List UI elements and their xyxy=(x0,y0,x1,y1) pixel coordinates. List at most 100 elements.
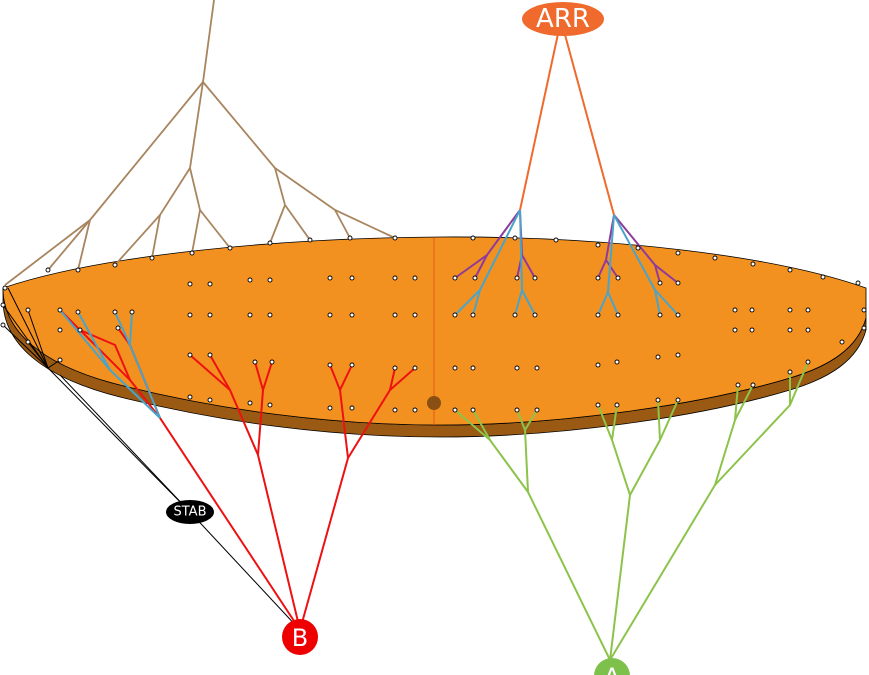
terminal-dot xyxy=(820,274,826,280)
terminal-dot xyxy=(412,275,418,281)
terminal-dot xyxy=(534,407,540,413)
terminal-dot xyxy=(735,382,741,388)
stab-label: STAB xyxy=(174,505,207,520)
terminal-dot xyxy=(749,307,755,313)
terminal-dot xyxy=(452,275,458,281)
terminal-dot xyxy=(595,242,601,248)
terminal-dot xyxy=(189,250,195,256)
terminal-dot xyxy=(247,277,253,283)
terminal-dot xyxy=(252,359,258,365)
terminal-dot xyxy=(392,235,398,241)
arr-tree xyxy=(454,19,679,316)
a-tree xyxy=(454,361,809,661)
terminal-dot xyxy=(227,245,233,251)
terminal-dot xyxy=(839,339,845,345)
terminal-dot xyxy=(412,312,418,318)
arr-label: ARR xyxy=(536,4,590,34)
terminal-dot xyxy=(470,235,476,241)
terminal-dot xyxy=(452,312,458,318)
terminal-dot xyxy=(112,262,118,268)
terminal-dot xyxy=(25,339,31,345)
terminal-dot xyxy=(57,307,63,313)
terminal-dot xyxy=(750,261,756,267)
terminal-dot xyxy=(267,402,273,408)
terminal-dot xyxy=(0,322,6,328)
terminal-dot xyxy=(749,327,755,333)
terminal-dot xyxy=(534,365,540,371)
terminal-dot xyxy=(532,275,538,281)
terminal-dot xyxy=(2,285,8,291)
terminal-dot xyxy=(75,267,81,273)
terminal-dot xyxy=(187,352,193,358)
terminal-dot xyxy=(655,397,661,403)
b-node: B xyxy=(282,619,318,655)
terminal-dot xyxy=(392,275,398,281)
terminal-dot xyxy=(514,275,520,281)
terminal-dot xyxy=(349,312,355,318)
terminal-dot xyxy=(675,250,681,256)
terminal-dot xyxy=(655,354,661,360)
terminal-dot xyxy=(327,405,333,411)
terminal-dot xyxy=(615,312,621,318)
terminal-dot xyxy=(452,407,458,413)
terminal-dot xyxy=(675,312,681,318)
terminal-dot xyxy=(512,312,518,318)
terminal-dot xyxy=(732,327,738,333)
terminal-dot xyxy=(787,369,793,375)
a-node: A xyxy=(594,658,630,675)
terminal-dot xyxy=(349,275,355,281)
terminal-dot xyxy=(750,382,756,388)
terminal-dot xyxy=(327,312,333,318)
terminal-dot xyxy=(267,240,273,246)
disk xyxy=(2,236,867,438)
terminal-dot xyxy=(412,407,418,413)
terminal-dot xyxy=(712,255,718,261)
terminal-dot xyxy=(0,302,6,308)
terminal-dot xyxy=(307,237,313,243)
stab-lines xyxy=(2,287,301,631)
terminal-dot xyxy=(349,405,355,411)
terminal-dot xyxy=(553,237,559,243)
terminal-dot xyxy=(392,365,398,371)
terminal-dot xyxy=(247,312,253,318)
terminal-dot xyxy=(861,307,867,313)
b-tree-blue xyxy=(59,309,161,419)
terminal-dot xyxy=(77,327,83,333)
b-label: B xyxy=(292,624,308,652)
terminal-dot xyxy=(614,402,620,408)
terminal-dot xyxy=(787,307,793,313)
terminal-dot xyxy=(472,275,478,281)
terminal-dot xyxy=(267,312,273,318)
terminal-dot xyxy=(470,365,476,371)
terminal-dot xyxy=(732,307,738,313)
terminal-dot xyxy=(247,400,253,406)
brown-tree xyxy=(4,0,396,286)
terminal-dot xyxy=(187,281,193,287)
terminal-dot xyxy=(595,402,601,408)
terminal-dot xyxy=(57,357,63,363)
terminal-dot xyxy=(392,407,398,413)
terminal-dot xyxy=(675,352,681,358)
terminal-dot xyxy=(75,309,81,315)
terminal-dot xyxy=(657,280,663,286)
terminal-dot xyxy=(595,312,601,318)
terminal-dot xyxy=(25,307,31,313)
terminal-dot xyxy=(149,255,155,261)
terminal-dot xyxy=(787,327,793,333)
stab-node: STAB xyxy=(166,500,214,524)
terminal-dot xyxy=(514,407,520,413)
terminal-dot xyxy=(207,352,213,358)
terminal-dot xyxy=(207,312,213,318)
terminal-dot xyxy=(115,325,121,331)
terminal-dot xyxy=(855,280,861,286)
arr-node: ARR xyxy=(522,2,604,36)
terminal-dot xyxy=(532,312,538,318)
terminal-dot xyxy=(470,312,476,318)
terminal-dot xyxy=(267,277,273,283)
terminal-dot xyxy=(805,307,811,313)
terminal-dot xyxy=(412,365,418,371)
terminal-dot xyxy=(347,235,353,241)
a-label: A xyxy=(604,663,621,675)
terminal-dot xyxy=(470,407,476,413)
